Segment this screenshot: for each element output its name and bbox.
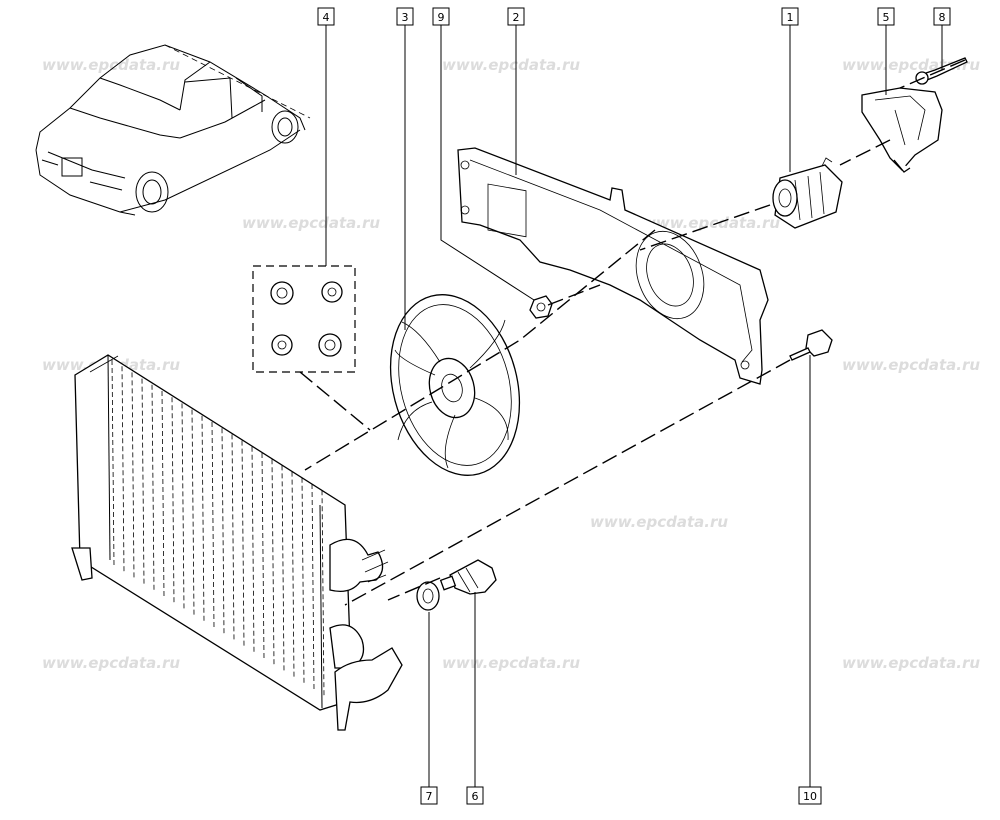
callout-5: 5 xyxy=(877,7,895,26)
car-location-illustration xyxy=(35,44,311,216)
callout-1: 1 xyxy=(781,7,799,26)
callout-label-5: 5 xyxy=(883,11,890,24)
callout-label-7: 7 xyxy=(426,790,433,803)
radiator-fin xyxy=(111,359,115,566)
nut xyxy=(529,295,553,319)
watermark-8: www.epcdata.ru xyxy=(590,513,728,531)
watermark-1: www.epcdata.ru xyxy=(42,56,180,74)
leader-lines xyxy=(325,25,943,788)
seal-kit-group xyxy=(252,265,356,373)
watermark-9: www.epcdata.ru xyxy=(42,654,180,672)
callout-2: 2 xyxy=(507,7,525,26)
temperature-switch xyxy=(439,559,497,595)
callout-label-4: 4 xyxy=(323,11,330,24)
radiator xyxy=(71,354,403,731)
bolt xyxy=(789,329,833,361)
callout-label-1: 1 xyxy=(787,11,794,24)
radiator-fin xyxy=(181,403,185,609)
resistor-module xyxy=(861,87,943,173)
callout-10: 10 xyxy=(798,786,822,805)
radiator-fin xyxy=(261,452,265,659)
callout-3: 3 xyxy=(396,7,414,26)
radiator-fin xyxy=(141,378,145,584)
assembly-lines xyxy=(299,59,966,606)
radiator-fin xyxy=(201,415,205,621)
radiator-fin xyxy=(321,490,325,696)
callout-label-3: 3 xyxy=(402,11,409,24)
watermarks: www.epcdata.ru www.epcdata.ru www.epcdat… xyxy=(42,56,980,672)
fan-motor xyxy=(772,157,843,229)
callout-label-6: 6 xyxy=(472,790,479,803)
radiator-fin xyxy=(241,440,245,646)
radiator-fin xyxy=(311,483,315,690)
watermark-4: www.epcdata.ru xyxy=(242,214,380,232)
radiator-fin xyxy=(171,397,175,603)
watermark-11: www.epcdata.ru xyxy=(842,654,980,672)
callout-label-9: 9 xyxy=(438,11,445,24)
radiator-fin xyxy=(131,372,135,578)
radiator-fin xyxy=(251,446,255,652)
callout-9: 9 xyxy=(432,7,450,26)
radiator-fin xyxy=(301,477,305,683)
fan-shroud xyxy=(457,147,769,385)
radiator-fin xyxy=(151,384,155,590)
callout-8: 8 xyxy=(933,7,951,26)
watermark-5: www.epcdata.ru xyxy=(642,214,780,232)
radiator-fin xyxy=(271,459,275,665)
radiator-fin xyxy=(291,471,295,677)
radiator-fin xyxy=(191,409,195,615)
watermark-2: www.epcdata.ru xyxy=(442,56,580,74)
radiator-fin xyxy=(161,390,165,597)
callout-7: 7 xyxy=(420,786,438,805)
radiator-fin xyxy=(121,366,125,572)
sealing-washer xyxy=(416,581,440,611)
watermark-7: www.epcdata.ru xyxy=(842,356,980,374)
callout-4: 4 xyxy=(317,7,335,26)
radiator-fin xyxy=(281,465,285,671)
radiator-fin xyxy=(231,434,235,640)
radiator-fin xyxy=(211,421,215,628)
cooling-fan xyxy=(389,294,521,476)
callout-label-10: 10 xyxy=(803,790,817,803)
callout-label-8: 8 xyxy=(939,11,946,24)
callout-label-2: 2 xyxy=(513,11,520,24)
watermark-10: www.epcdata.ru xyxy=(442,654,580,672)
radiator-fin xyxy=(221,428,225,634)
callout-6: 6 xyxy=(466,786,484,805)
